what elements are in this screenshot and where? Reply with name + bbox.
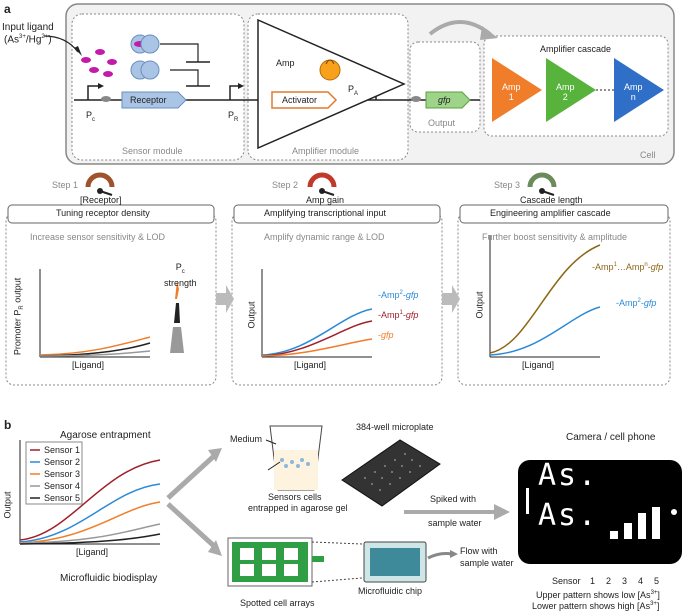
- flow-label: Flow with: [460, 546, 498, 556]
- plot2-ylabel: Output: [246, 301, 257, 329]
- panel-b-letter: b: [4, 418, 12, 432]
- plot2-series-gfp: -gfp: [378, 330, 394, 340]
- step3-subtitle: Further boost sensitivity & amplitude: [482, 232, 628, 242]
- output-label: Output: [428, 118, 456, 128]
- steps-graphics: [5, 172, 671, 386]
- plot1-ylabel: Promoter PR output: [12, 277, 26, 356]
- legend-sensor-3: Sensor 3: [44, 469, 81, 479]
- plot1-xlabel: [Ligand]: [72, 360, 105, 370]
- display-bars: [610, 507, 660, 539]
- amplifier-module-label: Amplifier module: [292, 146, 360, 156]
- step3-title: Engineering amplifier cascade: [490, 208, 611, 218]
- sensor-ylabel: Output: [2, 491, 13, 519]
- step1-label: Step 1: [52, 180, 79, 190]
- panel-a-letter: a: [4, 2, 11, 16]
- sensors-cells-label: Sensors cells: [268, 492, 322, 502]
- step3-knob-label: Cascade length: [520, 195, 583, 205]
- legend-sensor-4: Sensor 4: [44, 481, 81, 491]
- sensor-row-5: 5: [654, 576, 660, 586]
- legend-sensor-1: Sensor 1: [44, 445, 81, 455]
- upper-note: Upper pattern shows low [As3+]: [536, 590, 660, 600]
- plot2-series-amp2: -Amp2-gfp: [378, 290, 419, 300]
- entrapped-label: entrapped in agarose gel: [248, 503, 348, 513]
- plot3-ylabel: Output: [474, 291, 485, 319]
- pc-label: Pc: [86, 110, 96, 123]
- amp-label: Amp: [276, 58, 295, 68]
- pa-label: PA: [348, 84, 359, 97]
- plot2-series-amp1: -Amp1-gfp: [378, 310, 419, 320]
- plot3-series-cascade: -Amp1…Ampn-gfp: [592, 262, 664, 272]
- microplate-label: 384-well microplate: [356, 422, 434, 432]
- sample-water-label: sample water: [428, 518, 482, 528]
- amplifier-cascade-label: Amplifier cascade: [540, 44, 612, 54]
- sensor-row-label: Sensor: [552, 576, 581, 586]
- step3-label: Step 3: [494, 180, 521, 190]
- medium-label: Medium: [230, 434, 263, 444]
- step2-knob-label: Amp gain: [306, 195, 345, 205]
- sensor-xlabel: [Ligand]: [76, 547, 109, 557]
- plot3-xlabel: [Ligand]: [522, 360, 555, 370]
- sensor-row-3: 3: [622, 576, 628, 586]
- lower-note: Lower pattern shows high [As3+]: [532, 601, 660, 611]
- display-lower-text: As.: [538, 498, 599, 533]
- sensor-row-2: 2: [606, 576, 612, 586]
- plot2-xlabel: [Ligand]: [294, 360, 327, 370]
- step1-title: Tuning receptor density: [56, 208, 150, 218]
- step1-knob-label: [Receptor]: [80, 195, 122, 205]
- spotted-label: Spotted cell arrays: [240, 598, 315, 608]
- spiked-label: Spiked with: [430, 494, 477, 504]
- step2-label: Step 2: [272, 180, 299, 190]
- plot3-series-amp2: -Amp2-gfp: [616, 298, 657, 308]
- gfp-label: gfp: [438, 95, 451, 105]
- flow2-label: sample water: [460, 558, 514, 568]
- input-ligand-label: Input ligand: [2, 22, 54, 33]
- camera-label: Camera / cell phone: [566, 432, 656, 443]
- microfluidic-label: Microfluidic biodisplay: [60, 573, 158, 584]
- cell-label: Cell: [640, 150, 656, 160]
- step2-title: Amplifying transcriptional input: [264, 208, 387, 218]
- sensor-module-label: Sensor module: [122, 146, 183, 156]
- chip-label: Microfluidic chip: [358, 586, 423, 596]
- step2-subtitle: Amplify dynamic range & LOD: [264, 232, 385, 242]
- pr-label: PR: [228, 110, 239, 123]
- legend-sensor-2: Sensor 2: [44, 457, 81, 467]
- agarose-label: Agarose entrapment: [60, 430, 151, 441]
- legend-sensor-5: Sensor 5: [44, 493, 81, 503]
- input-ligand-formula: (As3+/Hg2+): [4, 34, 52, 46]
- receptor-label: Receptor: [130, 95, 167, 105]
- panel-a-diagram: [43, 3, 675, 165]
- sensor-row-1: 1: [590, 576, 596, 586]
- step1-subtitle: Increase sensor sensitivity & LOD: [30, 232, 166, 242]
- display-upper-text: As.: [538, 458, 599, 493]
- sensor-row-4: 4: [638, 576, 644, 586]
- activator-label: Activator: [282, 95, 318, 105]
